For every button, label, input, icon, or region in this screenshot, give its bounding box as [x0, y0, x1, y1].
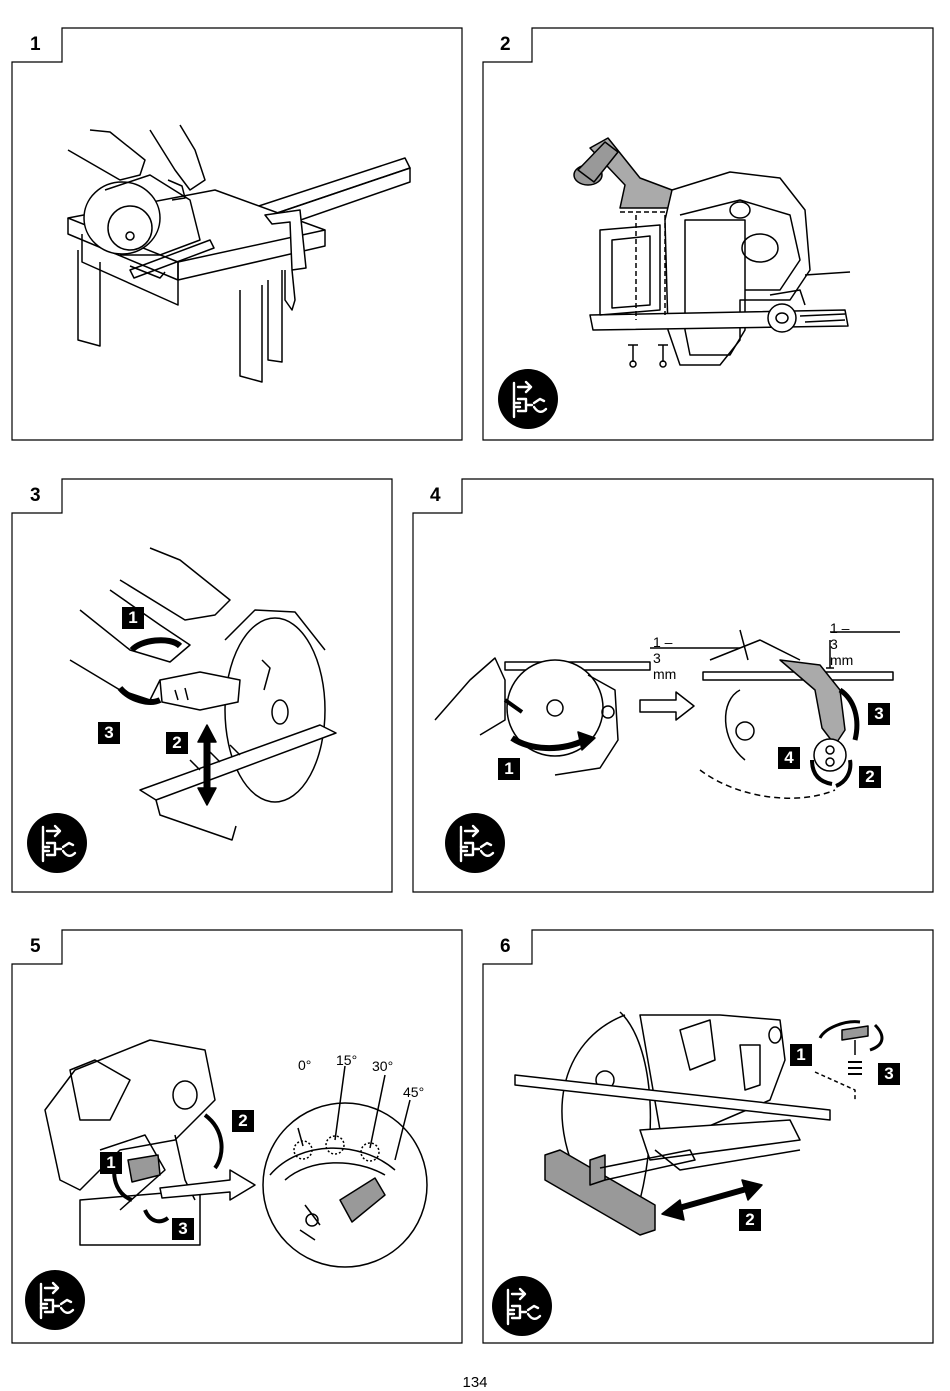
- unplug-warning-icon: [498, 369, 558, 429]
- callout-2: 2: [232, 1110, 254, 1132]
- panel-1-number: 1: [30, 34, 41, 55]
- panel-3-number: 3: [30, 485, 41, 506]
- panel-4-number: 4: [430, 485, 441, 506]
- callout-1: 1: [790, 1044, 812, 1066]
- callout-1: 1: [498, 758, 520, 780]
- panel-5-number: 5: [30, 936, 41, 957]
- callout-3: 3: [172, 1218, 194, 1240]
- angle-30-label: 30°: [372, 1058, 394, 1074]
- unplug-warning-icon: [492, 1276, 552, 1336]
- callout-3: 3: [98, 722, 120, 744]
- unplug-warning-icon: [445, 813, 505, 873]
- clearance-dimension-right: 1 – 3 mm: [830, 620, 854, 668]
- unplug-warning-icon: [27, 813, 87, 873]
- page-number: 134: [462, 1374, 488, 1391]
- callout-4: 4: [778, 747, 800, 769]
- angle-0-label: 0°: [298, 1057, 312, 1073]
- angle-15-label: 15°: [336, 1052, 358, 1068]
- callout-3: 3: [868, 703, 890, 725]
- panel-6-number: 6: [500, 936, 511, 957]
- panel-2-number: 2: [500, 34, 511, 55]
- angle-45-label: 45°: [403, 1084, 425, 1100]
- unplug-warning-icon: [25, 1270, 85, 1330]
- clearance-dimension-left: 1 – 3 mm: [653, 634, 677, 682]
- callout-2: 2: [166, 732, 188, 754]
- callout-2: 2: [739, 1209, 761, 1231]
- callout-1: 1: [100, 1152, 122, 1174]
- callout-1: 1: [122, 607, 144, 629]
- callout-2: 2: [859, 766, 881, 788]
- callout-3: 3: [878, 1063, 900, 1085]
